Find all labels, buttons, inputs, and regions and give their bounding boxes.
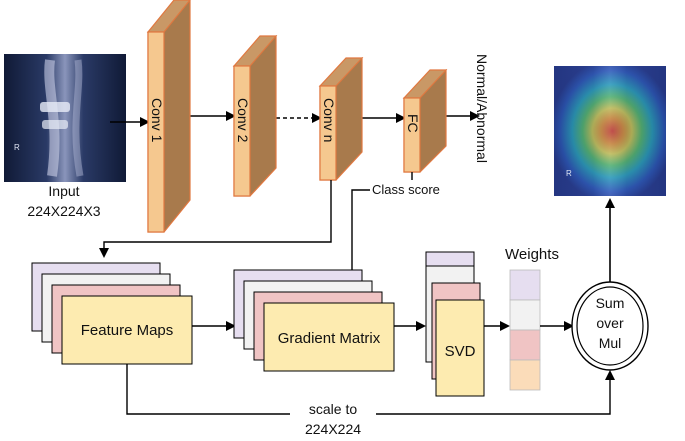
conv2-front [233, 65, 251, 197]
weights-label: Weights [505, 246, 559, 263]
convn-block: Conv n [318, 56, 364, 181]
svd-label: SVD [445, 343, 476, 360]
sum-label-line3: Mul [599, 335, 622, 351]
xray-marker-icon: R [14, 143, 20, 152]
feature-maps-label: Feature Maps [81, 322, 174, 339]
gradient-layer-4 [263, 302, 395, 372]
scale-label-line1: scale to [309, 401, 357, 417]
weight-cell-3 [509, 329, 541, 361]
sum-label-line2: over [596, 315, 624, 331]
weight-cell-1 [509, 269, 541, 301]
scale-label-line2: 224X224 [305, 421, 361, 437]
sum-over-mul-node: Sum over Mul [571, 281, 649, 371]
fc-block: FC [402, 68, 448, 173]
class-score-label: Class score [372, 182, 440, 197]
conv1-label: Conv 1 [149, 98, 165, 143]
feature-maps-stack: Feature Maps [31, 262, 193, 365]
scale-label-bg [290, 400, 376, 438]
weights-vector [509, 269, 541, 391]
output-heatmap-image: R [554, 66, 666, 196]
class-score-connector [351, 189, 370, 276]
convn-label: Conv n [321, 98, 337, 142]
svd-stack: SVD [425, 251, 485, 397]
conv1-block: Conv 1 [146, 0, 191, 233]
convn-front [319, 85, 337, 181]
conv2-block: Conv 2 [232, 34, 278, 197]
output-label: Normal/Abnormal [474, 54, 490, 163]
gradient-matrix-label: Gradient Matrix [278, 330, 381, 347]
weight-cell-4 [509, 359, 541, 391]
fc-label: FC [405, 114, 421, 133]
input-label-line1: Input [48, 183, 79, 199]
input-xray-image: R [4, 54, 126, 182]
heatmap-marker-icon: R [566, 169, 572, 178]
input-label-line2: 224X224X3 [27, 203, 100, 219]
conv2-label: Conv 2 [235, 98, 251, 143]
conv1-front [147, 31, 165, 233]
sum-label-line1: Sum [596, 295, 625, 311]
arrow-convn-to-feature-maps [99, 180, 332, 258]
svd-layer-4 [435, 299, 485, 397]
weight-cell-2 [509, 299, 541, 331]
fc-front [403, 97, 421, 173]
gradient-matrix-stack: Gradient Matrix [233, 269, 395, 372]
